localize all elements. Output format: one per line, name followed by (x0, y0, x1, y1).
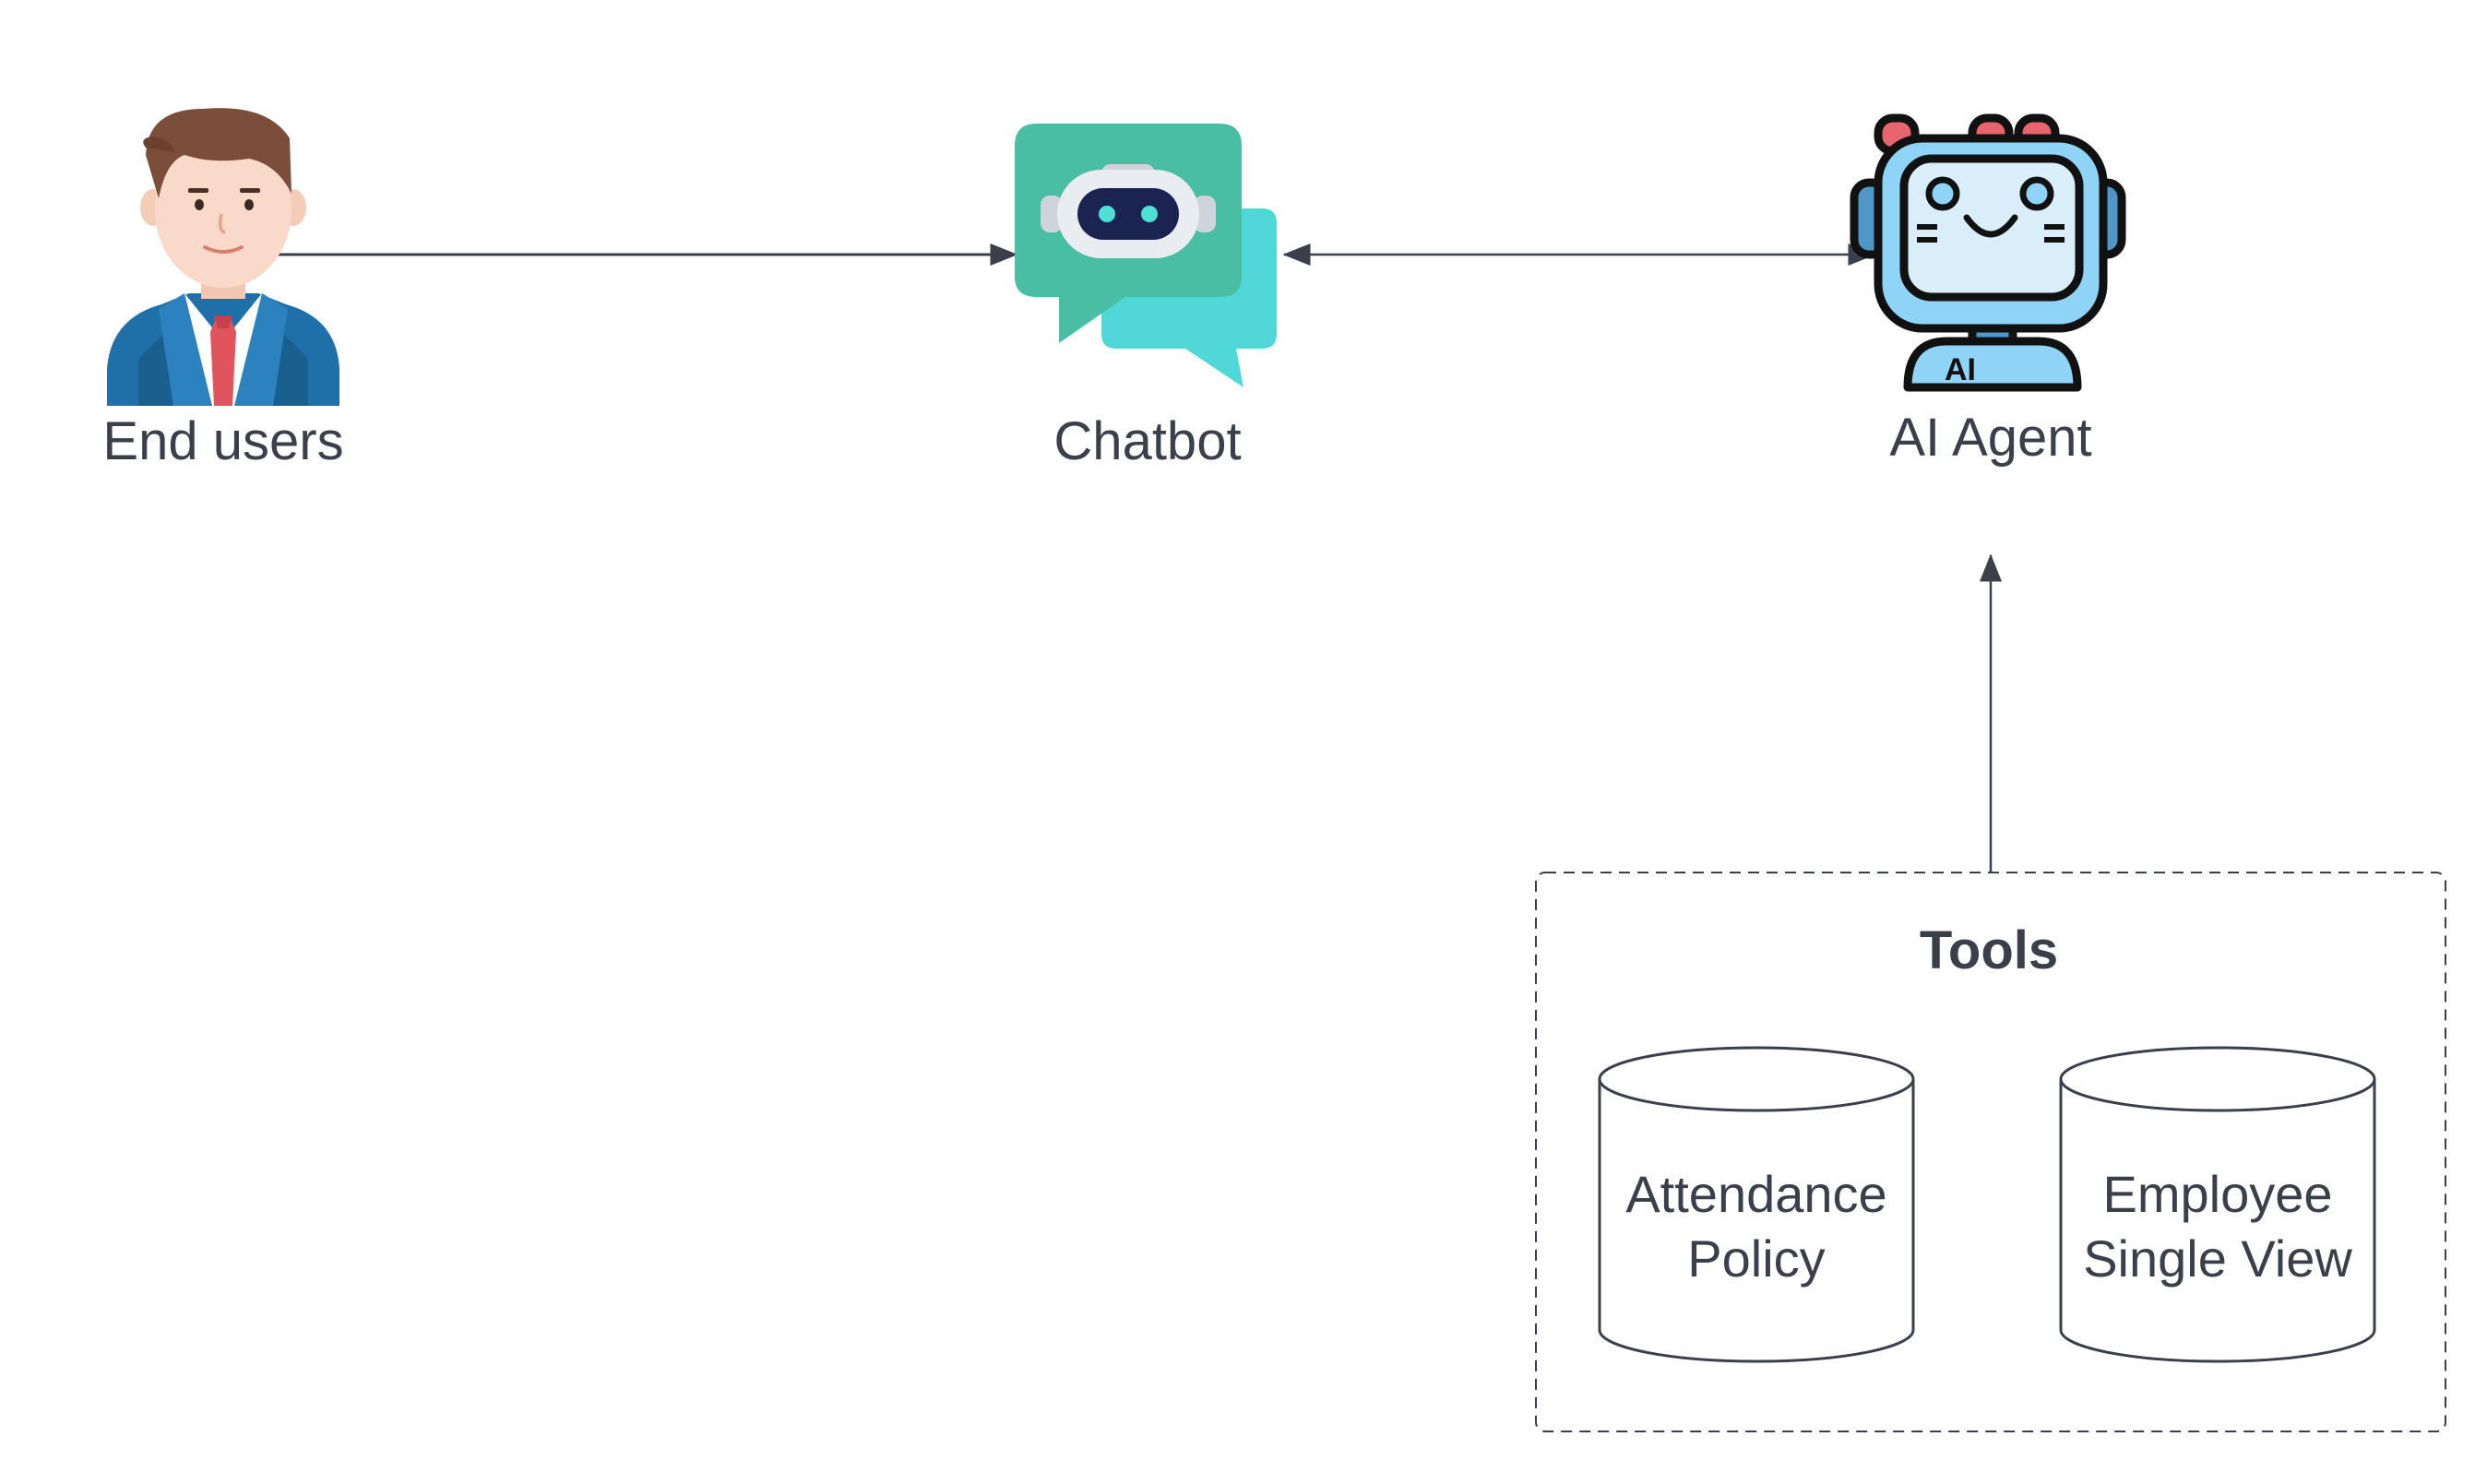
chatbot-label: Chatbot (1053, 411, 1241, 471)
tools-container (1535, 872, 2446, 1432)
tool-employee-single-view-line1: Employee (2102, 1165, 2332, 1223)
database-icon (2059, 1046, 2376, 1363)
database-icon (1598, 1046, 1915, 1363)
end-users-label: End users (102, 411, 343, 471)
chatbot-icon (1015, 124, 1277, 387)
person-icon (107, 108, 339, 406)
ai-agent-label: AI Agent (1889, 408, 2091, 468)
tools-title: Tools (1920, 920, 2058, 980)
tool-employee-single-view-line2: Single View (2083, 1229, 2352, 1288)
tool-attendance-policy-line2: Policy (1687, 1229, 1825, 1288)
robot-icon (1850, 113, 2126, 392)
tool-attendance-policy-line1: Attendance (1625, 1165, 1886, 1223)
robot-badge: AI (1945, 352, 1976, 387)
